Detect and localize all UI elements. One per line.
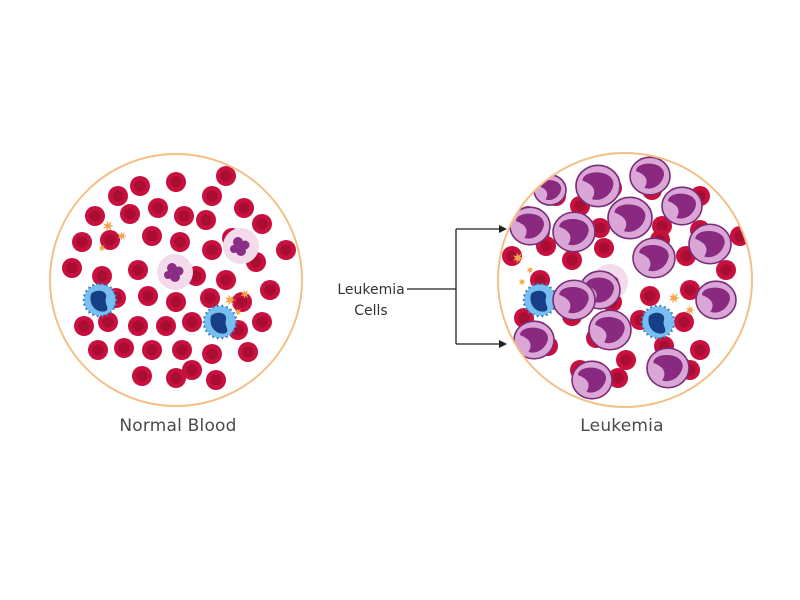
red-blood-cell-icon [252,312,272,332]
red-blood-cell-icon [108,186,128,206]
red-blood-cell-icon [680,280,700,300]
leukemia-cell-icon [661,186,703,226]
red-blood-cell-icon [128,260,148,280]
platelet-icon [224,294,236,306]
red-blood-cell-icon [98,312,118,332]
red-blood-cell-icon [85,206,105,226]
red-blood-cell-icon [142,226,162,246]
callout-line-2: Cells [354,303,388,319]
red-blood-cell-icon [166,292,186,312]
red-blood-cell-icon [172,340,192,360]
leukemia-blood-cells [502,156,750,400]
red-blood-cell-icon [562,250,582,270]
red-blood-cell-icon [674,312,694,332]
callout-line-1: Leukemia [337,282,405,298]
red-blood-cell-icon [62,258,82,278]
red-blood-cell-icon [130,176,150,196]
neutrophil-icon [157,254,193,290]
red-blood-cell-icon [138,286,158,306]
leukemia-cell-icon [571,360,613,400]
leukemia-cell-icon [552,211,596,253]
leukemia-title: Leukemia [580,416,664,436]
red-blood-cell-icon [608,368,628,388]
neutrophil-icon [223,228,259,264]
platelet-icon [685,305,695,315]
red-blood-cell-icon [260,280,280,300]
red-blood-cell-icon [238,342,258,362]
red-blood-cell-icon [202,240,222,260]
red-blood-cell-icon [166,172,186,192]
leukemia-cell-icon [695,280,737,320]
red-blood-cell-icon [640,286,660,306]
red-blood-cell-icon [216,166,236,186]
leukemia-cell-icon [575,164,621,208]
leukemia-blood-circle [497,152,753,408]
leukemia-cell-icon [688,223,732,265]
platelet-icon [240,289,250,299]
leukemia-cell-icon [509,206,551,246]
red-blood-cell-icon [170,232,190,252]
red-blood-cell-icon [74,316,94,336]
leukemia-cell-icon [607,196,653,240]
red-blood-cell-icon [128,316,148,336]
leukemia-cell-icon [632,237,676,279]
red-blood-cell-icon [716,260,736,280]
platelet-icon [518,278,526,286]
red-blood-cell-icon [202,344,222,364]
red-blood-cell-icon [92,266,112,286]
white-blood-cell-icon [522,282,558,318]
platelet-icon [526,266,534,274]
red-blood-cell-icon [690,340,710,360]
red-blood-cell-icon [174,206,194,226]
leukemia-cell-icon [533,174,567,206]
red-blood-cell-icon [88,340,108,360]
platelet-icon [234,308,242,316]
platelet-icon [668,292,680,304]
platelet-icon [117,231,127,241]
red-blood-cell-icon [252,214,272,234]
normal-blood-cells [62,166,296,390]
red-blood-cell-icon [166,368,186,388]
red-blood-cell-icon [196,210,216,230]
red-blood-cell-icon [276,240,296,260]
red-blood-cell-icon [148,198,168,218]
arrowhead-lower-icon [499,340,507,348]
red-blood-cell-icon [216,270,236,290]
red-blood-cell-icon [206,370,226,390]
platelet-icon [102,220,114,232]
leukemia-cell-icon [588,309,632,351]
red-blood-cell-icon [100,230,120,250]
leukemia-cell-icon [646,347,690,389]
red-blood-cell-icon [234,198,254,218]
arrowhead-upper-icon [499,225,507,233]
red-blood-cell-icon [182,312,202,332]
callout-bracket [407,228,500,345]
red-blood-cell-icon [114,338,134,358]
callout-label: Leukemia Cells [316,280,426,322]
leukemia-cell-icon [513,320,555,360]
red-blood-cell-icon [142,340,162,360]
red-blood-cell-icon [156,316,176,336]
normal-blood-circle [49,153,303,407]
white-blood-cell-icon [640,304,676,340]
red-blood-cell-icon [132,366,152,386]
red-blood-cell-icon [202,186,222,206]
red-blood-cell-icon [120,204,140,224]
red-blood-cell-icon [72,232,92,252]
red-blood-cell-icon [200,288,220,308]
red-blood-cell-icon [594,238,614,258]
red-blood-cell-icon [182,360,202,380]
leukemia-cell-icon [629,156,671,196]
normal-blood-title: Normal Blood [119,416,237,436]
white-blood-cell-icon [202,304,238,340]
platelet-icon [512,252,524,264]
red-blood-cell-icon [616,350,636,370]
platelet-icon [98,244,106,252]
white-blood-cell-icon [82,282,118,318]
leukemia-cell-icon [552,279,596,321]
